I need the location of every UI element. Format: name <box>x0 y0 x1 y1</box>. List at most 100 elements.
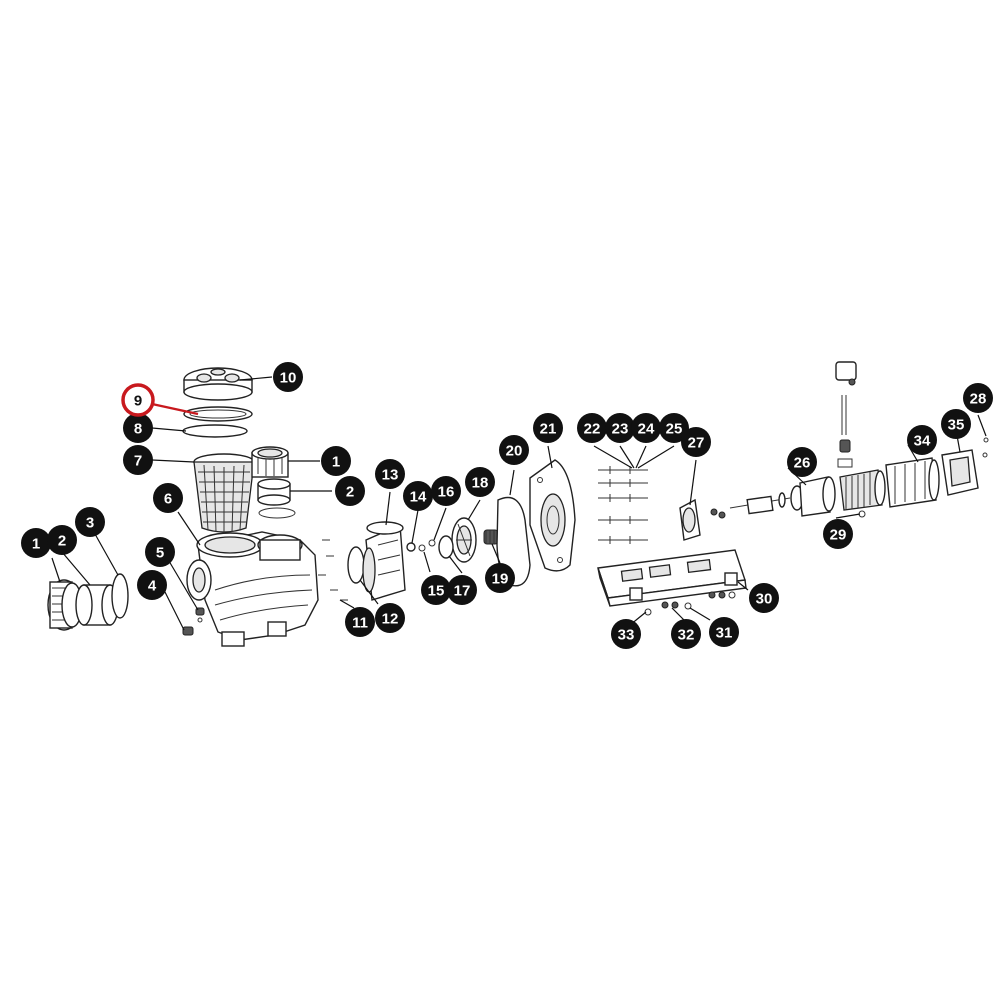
callout-22: 22 <box>577 413 607 443</box>
callout-badge <box>605 413 635 443</box>
part-strainer-lid <box>183 367 253 401</box>
part-seal-plate <box>529 459 576 572</box>
callout-badge <box>137 570 167 600</box>
callout-number: 15 <box>428 583 445 600</box>
callout-2: 2 <box>335 476 365 506</box>
callout-badge <box>671 619 701 649</box>
callout-number: 1 <box>332 454 340 471</box>
callout-4: 4 <box>137 570 167 600</box>
callout-26: 26 <box>787 447 817 477</box>
callout-badge <box>375 459 405 489</box>
callout-badge <box>321 446 351 476</box>
callout-badge <box>123 445 153 475</box>
part-seal-assembly <box>483 529 499 545</box>
callout-badge <box>681 427 711 457</box>
callout-number: 16 <box>438 484 455 501</box>
callout-number: 35 <box>948 417 965 434</box>
callout-badge <box>153 483 183 513</box>
callout-8: 8 <box>123 413 153 443</box>
callout-18: 18 <box>465 467 495 497</box>
callout-badge <box>907 425 937 455</box>
callout-34: 34 <box>907 425 937 455</box>
part-impeller-screw <box>406 542 416 552</box>
part-rear-cover <box>941 449 979 496</box>
callout-13: 13 <box>375 459 405 489</box>
part-motor-flange <box>679 498 726 541</box>
callout-number: 13 <box>382 467 399 484</box>
callout-6: 6 <box>153 483 183 513</box>
part-base-controller <box>597 549 747 607</box>
callout-number: 20 <box>506 443 523 460</box>
callout-23: 23 <box>605 413 635 443</box>
callout-number: 26 <box>794 455 811 472</box>
callout-number: 32 <box>678 627 695 644</box>
part-strainer-basket <box>193 453 255 533</box>
callout-21: 21 <box>533 413 563 443</box>
callout-number: 22 <box>584 421 601 438</box>
callout-number: 8 <box>134 421 142 438</box>
callout-number: 27 <box>688 435 705 452</box>
callout-number: 17 <box>454 583 471 600</box>
callout-badge <box>121 383 155 417</box>
callout-badge <box>787 447 817 477</box>
callout-badge <box>431 476 461 506</box>
callout-number: 18 <box>472 475 489 492</box>
part-o-ring-left <box>111 573 129 619</box>
callout-24: 24 <box>631 413 661 443</box>
callout-badge <box>273 362 303 392</box>
callout-7: 7 <box>123 445 153 475</box>
callout-number: 1 <box>32 536 40 553</box>
callout-badge <box>403 481 433 511</box>
callout-badge <box>21 528 51 558</box>
callout-20: 20 <box>499 435 529 465</box>
part-lid-o-ring <box>182 424 248 438</box>
part-drain-plugs <box>182 607 205 636</box>
callout-number: 23 <box>612 421 629 438</box>
callout-badge <box>47 525 77 555</box>
part-tail-piece-left <box>75 584 119 626</box>
callout-30: 30 <box>749 583 779 613</box>
callout-number: 28 <box>970 391 987 408</box>
part-housing-bolts <box>318 539 348 601</box>
callout-number: 24 <box>638 421 655 438</box>
callout-badge <box>123 413 153 443</box>
callout-31: 31 <box>709 617 739 647</box>
callout-number: 5 <box>156 545 164 562</box>
callout-1: 1 <box>321 446 351 476</box>
callout-badge <box>659 413 689 443</box>
callout-12: 12 <box>375 603 405 633</box>
callout-number: 25 <box>666 421 683 438</box>
part-motor-shaft <box>729 492 791 515</box>
callout-9-highlighted: 9 <box>121 383 155 417</box>
callout-badge <box>485 563 515 593</box>
callout-badge <box>335 476 365 506</box>
callout-number: 6 <box>164 491 172 508</box>
callout-14: 14 <box>403 481 433 511</box>
callout-number: 10 <box>280 370 297 387</box>
callout-badge <box>447 575 477 605</box>
pump-line-art <box>47 361 989 647</box>
callout-3: 3 <box>75 507 105 537</box>
callout-number: 31 <box>716 625 733 642</box>
callout-badge <box>145 537 175 567</box>
callout-badge <box>345 607 375 637</box>
part-bolt-set <box>598 466 648 544</box>
callout-badge <box>421 575 451 605</box>
callout-number: 34 <box>914 433 931 450</box>
callout-badge <box>465 467 495 497</box>
callout-badge <box>499 435 529 465</box>
part-union-nut-right <box>251 446 289 478</box>
callout-number: 30 <box>756 591 773 608</box>
callout-17: 17 <box>447 575 477 605</box>
callout-badge <box>533 413 563 443</box>
callout-5: 5 <box>145 537 175 567</box>
callout-number: 4 <box>148 578 157 595</box>
part-motor-housing <box>790 469 886 517</box>
callout-19: 19 <box>485 563 515 593</box>
leader-lines <box>51 376 987 631</box>
part-mechanical-seal <box>438 535 454 559</box>
callout-15: 15 <box>421 575 451 605</box>
part-pump-housing <box>186 531 319 647</box>
